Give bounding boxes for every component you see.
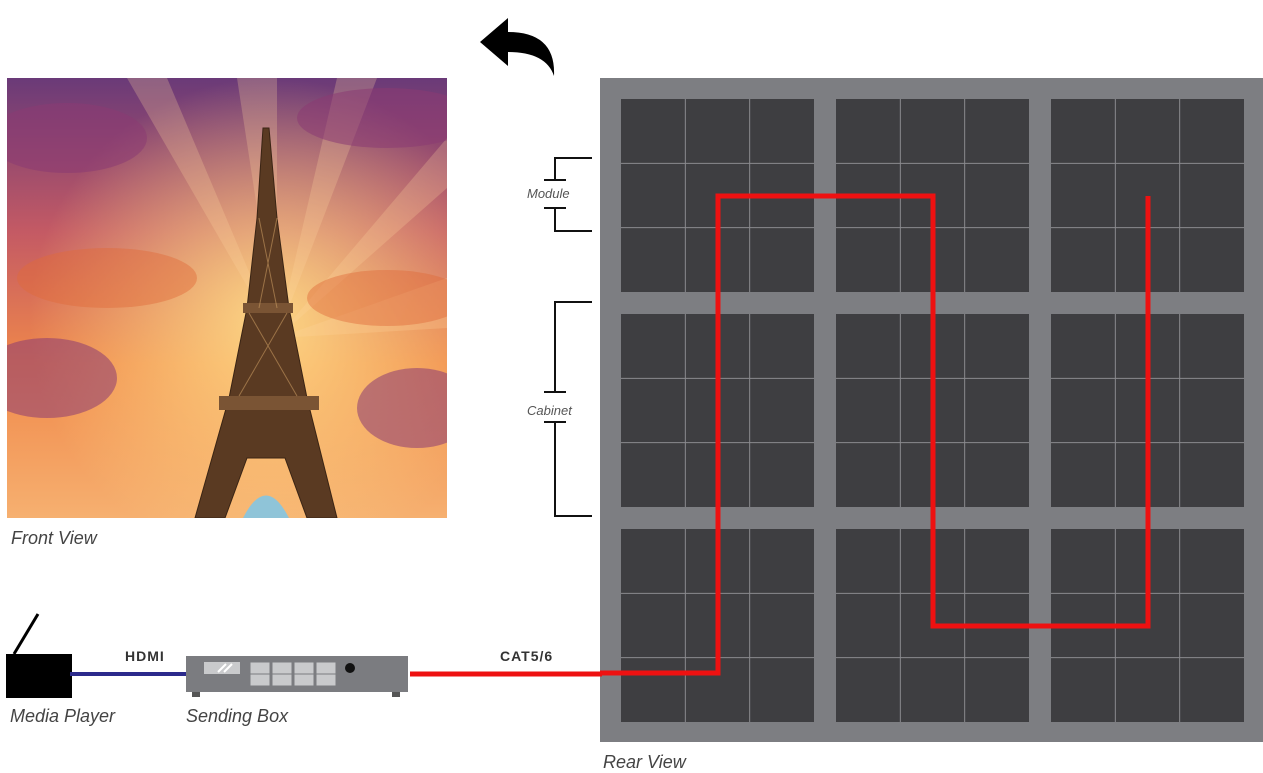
cabinet-label: Cabinet: [527, 403, 572, 418]
rear-view-caption: Rear View: [603, 752, 686, 772]
hdmi-cable: [70, 672, 190, 676]
cabinet-bracket: [544, 301, 592, 517]
cat-cable: [410, 671, 602, 677]
media-player-caption: Media Player: [10, 706, 116, 726]
media-player: [6, 613, 72, 698]
hdmi-label: HDMI: [125, 648, 165, 664]
module-label: Module: [527, 186, 570, 201]
signal-path: [600, 193, 1151, 676]
front-view-image: [7, 78, 447, 518]
rear-view-wall: [600, 78, 1263, 742]
rotate-back-arrow-icon: [480, 18, 555, 76]
front-view-caption: Front View: [11, 528, 97, 548]
sending-box-caption: Sending Box: [186, 706, 289, 726]
module-bracket: [544, 157, 592, 232]
cat-label: CAT5/6: [500, 648, 554, 664]
antenna-icon: [12, 613, 40, 655]
sending-box: [186, 656, 408, 697]
